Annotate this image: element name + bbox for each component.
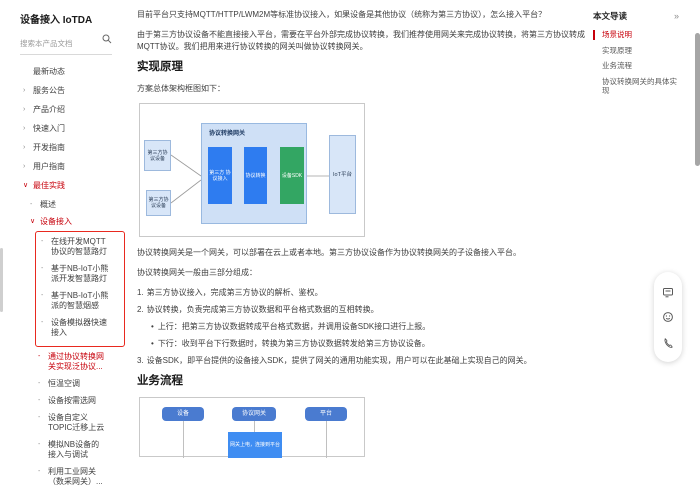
sidebar: 设备接入 IoTDA 最新动态 ›服务公告 ›产品介绍 ›快速入门 ›开发指南 … (0, 0, 132, 486)
gateway-parts-intro: 协议转换网关一般由三部分组成： (137, 268, 257, 277)
search-input[interactable] (20, 39, 98, 48)
chevron-down-icon: ∨ (30, 218, 36, 225)
main-content: 目前平台只支持MQTT/HTTP/LWM2M等标准协议接入，如果设备是其他协议（… (137, 0, 589, 458)
device-box-bottom: 第三方协议设备 (146, 190, 171, 216)
search-box[interactable] (20, 33, 112, 55)
sidebar-scrollbar[interactable] (0, 248, 3, 312)
gateway-box: 协议转换网关 第三方 协议接入 协议转换 设备SDK (201, 123, 307, 224)
chevron-right-icon: › (23, 144, 26, 151)
sidebar-item-protocol-gateway-current[interactable]: -通过协议转换网关实现泛协议... (38, 352, 104, 371)
sidebar-item-user-guide[interactable]: ›用户指南 (23, 162, 65, 171)
gateway-description: 协议转换网关是一个网关，可以部署在云上或者本地。第三方协议设备作为协议转换网关的… (137, 248, 521, 257)
toc-item-business-flow[interactable]: 业务流程 (602, 61, 632, 70)
collapse-icon[interactable]: » (673, 11, 679, 21)
sidebar-item-nbiot-smoke-detector[interactable]: -基于NB-IoT小熊派的智慧烟感 (41, 291, 109, 310)
sidebar-item-custom-topic-migration[interactable]: -设备自定义TOPIC迁移上云 (38, 413, 105, 432)
chevron-down-icon: ∨ (23, 182, 29, 189)
toc-item-implementation[interactable]: 实现原理 (602, 45, 632, 55)
toc-header: 本文导读 » (593, 10, 679, 22)
dash-icon: - (38, 468, 41, 475)
sidebar-item-device-access[interactable]: ∨设备接入 (30, 217, 72, 226)
actor-device: 设备 (162, 407, 204, 421)
search-icon[interactable] (102, 34, 112, 44)
actor-protocol-gateway: 协议网关 (232, 407, 276, 421)
dash-icon: - (41, 265, 44, 272)
sublist-item-upstream: 上行：把第三方协议数据转成平台格式数据，并调用设备SDK接口进行上报。 (151, 321, 589, 333)
sidebar-nav: 最新动态 ›服务公告 ›产品介绍 ›快速入门 ›开发指南 ›用户指南 ∨最佳实践… (0, 67, 132, 487)
sidebar-item-product-intro[interactable]: ›产品介绍 (23, 105, 65, 114)
list-item-2: 2.协议转换，负责完成第三方协议数据和平台格式数据的互相转换。 上行：把第三方协… (137, 304, 589, 350)
section-title-business-flow: 业务流程 (137, 375, 183, 387)
sequence-diagram: 设备 协议网关 平台 网关上电，连接到平台 (139, 397, 365, 458)
phone-icon[interactable] (662, 337, 674, 349)
module-device-sdk: 设备SDK (280, 147, 304, 204)
smiley-icon[interactable] (662, 311, 674, 323)
sidebar-item-overview[interactable]: -概述 (30, 200, 56, 209)
chevron-right-icon: › (23, 87, 26, 94)
sidebar-item-nbiot-street-light[interactable]: -基于NB-IoT小熊派开发智慧路灯 (41, 264, 109, 283)
dash-icon: - (38, 414, 41, 421)
chevron-right-icon: › (23, 163, 26, 170)
product-title: 设备接入 IoTDA (20, 15, 93, 26)
sidebar-item-best-practices[interactable]: ∨最佳实践 (23, 181, 65, 190)
actor-platform: 平台 (305, 407, 347, 421)
toc-item-scenario[interactable]: 场景说明 (593, 30, 677, 40)
gateway-title: 协议转换网关 (209, 131, 246, 137)
iot-platform-box: IoT平台 (329, 135, 356, 214)
intro-paragraph-2: 由于第三方协议设备不能直接接入平台，需要在平台外部完成协议转换，我们推荐使用网关… (137, 30, 585, 51)
feedback-icon[interactable] (662, 286, 674, 298)
dash-icon: - (38, 353, 41, 360)
floating-action-bar (654, 272, 682, 362)
list-item-1: 1.第三方协议接入，完成第三方协议的解析、鉴权。 (137, 288, 323, 297)
sidebar-item-whats-new[interactable]: 最新动态 (33, 67, 65, 76)
toc-item-gateway-implementation[interactable]: 协议转换网关的具体实现 (602, 76, 677, 96)
chevron-right-icon: › (23, 106, 26, 113)
conversion-sublist: 上行：把第三方协议数据转成平台格式数据，并调用设备SDK接口进行上报。 下行：收… (151, 321, 589, 350)
dash-icon: - (41, 319, 44, 326)
gateway-parts-list: 1.第三方协议接入，完成第三方协议的解析、鉴权。 2.协议转换，负责完成第三方协… (137, 287, 589, 367)
connector-lines (170, 154, 329, 204)
sidebar-item-nb-device-debug[interactable]: -模拟NB设备的接入与调试 (38, 440, 100, 459)
dash-icon: - (41, 292, 44, 299)
lifeline-device (183, 421, 184, 458)
sidebar-item-thermostat-ac[interactable]: -恒温空调 (38, 379, 80, 388)
dash-icon: - (38, 397, 41, 404)
dash-icon: - (38, 380, 41, 387)
dash-icon: - (41, 238, 44, 245)
doc-page: { "sidebar": { "title": "设备接入 IoTDA", "s… (0, 0, 700, 405)
sidebar-item-industrial-gateway[interactable]: -利用工业网关（数采网关）... (38, 467, 103, 486)
sidebar-item-mqtt-smart-street-light[interactable]: -在线开发MQTT协议的智慧路灯 (41, 237, 107, 256)
sidebar-item-getting-started[interactable]: ›快速入门 (23, 124, 65, 133)
page-scrollbar[interactable] (695, 33, 700, 166)
dash-icon: - (30, 201, 33, 208)
architecture-diagram: 第三方协议设备 第三方协议设备 协议转换网关 第三方 协议接入 协议转换 设备S… (139, 103, 365, 237)
module-protocol-access: 第三方 协议接入 (208, 147, 232, 204)
sidebar-item-network-selection[interactable]: -设备按需选网 (38, 396, 96, 405)
toc-panel: 本文导读 » 场景说明 实现原理 业务流程 协议转换网关的具体实现 (593, 10, 693, 102)
sidebar-item-device-simulator[interactable]: -设备模拟器快速接入 (41, 318, 107, 337)
sidebar-item-service-bulletin[interactable]: ›服务公告 (23, 86, 65, 95)
intro-paragraph-1: 目前平台只支持MQTT/HTTP/LWM2M等标准协议接入，如果设备是其他协议（… (137, 10, 547, 19)
flow-step-power-on: 网关上电，连接到平台 (228, 432, 282, 458)
list-item-3: 3.设备SDK，即平台提供的设备接入SDK，提供了网关的通用功能实现，用户可以在… (137, 356, 532, 365)
dash-icon: - (38, 441, 41, 448)
toc-title: 本文导读 (593, 11, 628, 21)
section-title-implementation: 实现原理 (137, 61, 183, 73)
sublist-item-downstream: 下行：收到平台下行数据时，转换为第三方协议数据转发给第三方协议设备。 (151, 338, 589, 350)
chevron-right-icon: › (23, 125, 26, 132)
module-protocol-convert: 协议转换 (244, 147, 267, 204)
annotation-highlight-box: -在线开发MQTT协议的智慧路灯 -基于NB-IoT小熊派开发智慧路灯 -基于N… (35, 231, 125, 347)
device-box-top: 第三方协议设备 (144, 140, 171, 171)
sidebar-item-dev-guide[interactable]: ›开发指南 (23, 143, 65, 152)
lifeline-platform (326, 421, 327, 458)
architecture-caption: 方案总体架构框图如下： (137, 84, 225, 93)
